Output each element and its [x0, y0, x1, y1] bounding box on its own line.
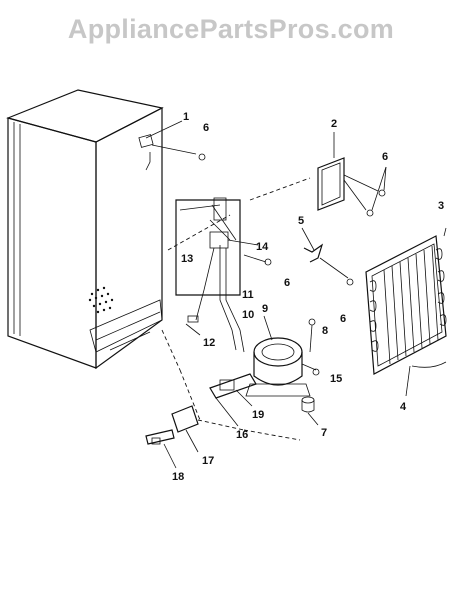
callout-6-top-left: 6 — [203, 122, 209, 134]
callout-15: 15 — [330, 373, 342, 385]
part-base-bracket-16-19 — [209, 373, 257, 427]
callout-16: 16 — [236, 429, 248, 441]
callout-6-top-right: 6 — [382, 151, 388, 163]
callout-6-middle: 6 — [284, 277, 290, 289]
callout-3: 3 — [438, 200, 444, 212]
callout-labels: 1 2 3 4 5 6 6 6 6 7 8 9 10 11 12 13 14 1… — [172, 111, 444, 483]
watermark: AppliancePartsPros.com — [67, 14, 395, 44]
part-grommet-7 — [301, 396, 319, 426]
part-bracket-assembly-13-14 — [175, 197, 272, 296]
part-condenser-3-4 — [365, 227, 447, 397]
callout-4: 4 — [400, 401, 407, 413]
callout-5: 5 — [298, 215, 304, 227]
callout-14: 14 — [256, 241, 269, 253]
part-compressor-9 — [245, 315, 320, 397]
callout-10: 10 — [242, 309, 254, 321]
part-clip-5 — [301, 227, 354, 286]
callout-18: 18 — [172, 471, 184, 483]
callout-1: 1 — [183, 111, 189, 123]
callout-12: 12 — [203, 337, 215, 349]
callout-2: 2 — [331, 118, 337, 130]
callout-11: 11 — [242, 289, 254, 301]
part-clip-18 — [145, 429, 177, 469]
part-bracket-1 — [138, 120, 206, 161]
callout-19: 19 — [252, 409, 264, 421]
assembly-lines — [161, 177, 311, 441]
part-plate-2 — [317, 132, 387, 217]
cabinet-drawing — [6, 89, 164, 370]
callout-6-right: 6 — [340, 313, 346, 325]
callout-9: 9 — [262, 303, 268, 315]
part-block-17 — [171, 405, 199, 453]
callout-13: 13 — [181, 253, 193, 265]
callout-17: 17 — [202, 455, 214, 467]
callout-8: 8 — [322, 325, 328, 337]
part-wires-10-11-12 — [185, 245, 245, 353]
callout-7: 7 — [321, 427, 327, 439]
